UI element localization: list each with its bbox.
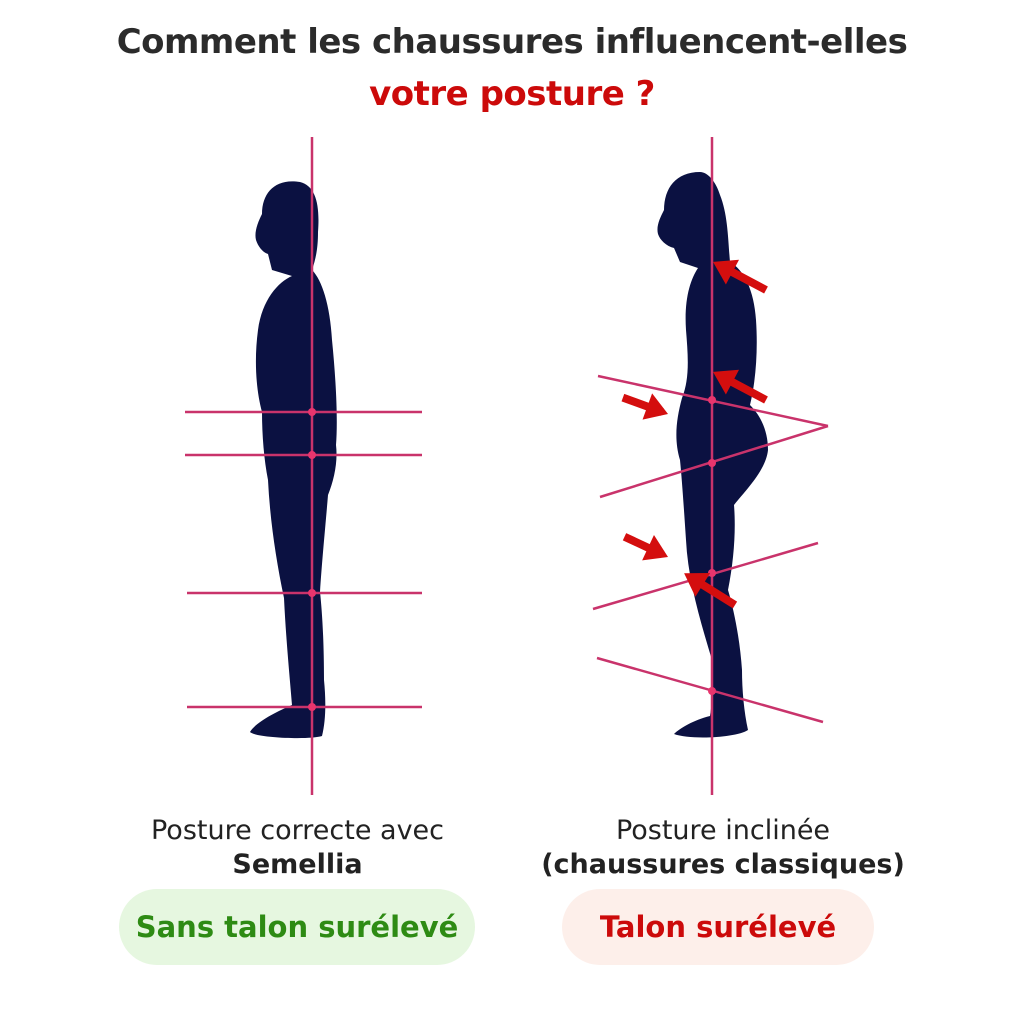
right-caption-subtitle: (chaussures classiques) <box>541 849 905 880</box>
left-caption-line-1: Posture correcte avec <box>150 815 445 846</box>
left-intersection-dots <box>308 408 316 711</box>
left-caption-brand: Semellia <box>232 849 363 880</box>
right-caption: Posture inclinée (chaussures classiques) <box>518 814 928 882</box>
title-line-2: votre posture ? <box>369 74 655 114</box>
right-caption-line-1: Posture inclinée <box>615 815 831 846</box>
right-figure <box>592 137 829 795</box>
right-intersection-dots <box>708 396 716 695</box>
arrow-icon <box>622 533 668 561</box>
left-figure <box>185 137 422 795</box>
right-problem-arrows <box>621 259 768 609</box>
title-line-1: Comment les chaussures influencent-elles <box>116 22 908 62</box>
arrow-icon <box>621 393 668 420</box>
no-heel-badge: Sans talon surélevé <box>119 889 475 965</box>
posture-comparison-illustration <box>185 137 829 795</box>
left-silhouette <box>250 181 337 739</box>
arrow-icon <box>684 572 738 609</box>
left-caption: Posture correcte avec Semellia <box>100 814 495 882</box>
raised-heel-badge: Talon surélevé <box>562 889 874 965</box>
arrow-icon <box>713 259 768 294</box>
arrow-icon <box>713 369 768 404</box>
